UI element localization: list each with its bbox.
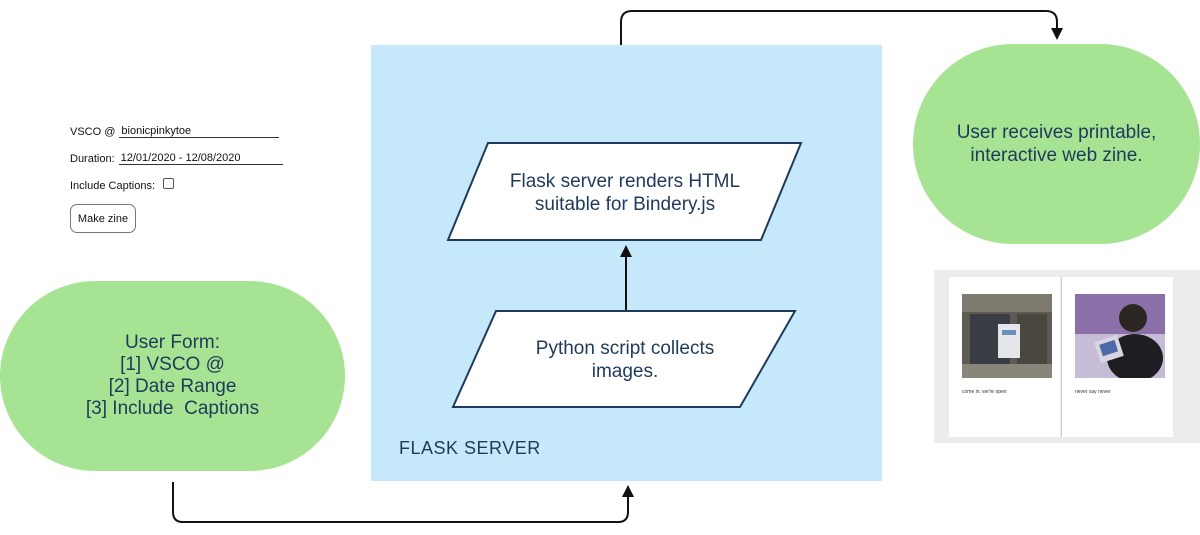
include-captions-checkbox[interactable] bbox=[163, 178, 174, 189]
duration-field[interactable]: 12/01/2020 - 12/08/2020 bbox=[118, 152, 283, 165]
user-form-line-2: [1] VSCO @ bbox=[120, 354, 225, 375]
python-line-2: images. bbox=[591, 361, 659, 382]
captions-label: Include Captions: bbox=[70, 180, 155, 192]
make-zine-button[interactable]: Make zine bbox=[70, 204, 136, 233]
flask-render-line-2: suitable for Bindery.js bbox=[534, 194, 716, 215]
zine-right-caption: never say never bbox=[1075, 389, 1111, 395]
duration-row: Duration: 12/01/2020 - 12/08/2020 bbox=[70, 147, 310, 165]
zine-form: VSCO @ bionicpinkytoe Duration: 12/01/20… bbox=[70, 120, 310, 240]
arrow-form-to-server bbox=[172, 482, 634, 523]
flask-render-text: Flask server renders HTML suitable for B… bbox=[470, 170, 780, 216]
zine-preview: come in. we're open never say never bbox=[934, 270, 1200, 443]
zine-page-left: come in. we're open bbox=[949, 277, 1060, 437]
vsco-label: VSCO @ bbox=[70, 126, 116, 138]
user-form-line-3: [2] Date Range bbox=[108, 376, 237, 397]
zine-left-caption: come in. we're open bbox=[962, 389, 1007, 395]
storefront-photo bbox=[962, 294, 1052, 378]
vsco-row: VSCO @ bionicpinkytoe bbox=[70, 120, 310, 138]
portrait-photo bbox=[1075, 294, 1165, 378]
user-form-line-1: User Form: bbox=[125, 332, 220, 353]
result-terminal: User receives printable, interactive web… bbox=[913, 44, 1200, 244]
flask-server-label: FLASK SERVER bbox=[399, 438, 541, 458]
flask-render-line-1: Flask server renders HTML bbox=[509, 171, 741, 192]
arrow-server-to-result bbox=[620, 10, 1063, 45]
result-line-2: interactive web zine. bbox=[970, 145, 1143, 166]
user-form-terminal: User Form: [1] VSCO @ [2] Date Range [3]… bbox=[0, 281, 345, 471]
user-form-line-4: [3] Include Captions bbox=[85, 398, 260, 419]
python-script-text: Python script collects images. bbox=[470, 337, 780, 383]
python-line-1: Python script collects bbox=[535, 338, 715, 359]
python-script-parallelogram bbox=[451, 310, 797, 408]
flask-render-parallelogram bbox=[446, 142, 803, 241]
result-line-1: User receives printable, bbox=[956, 122, 1157, 143]
zine-page-right: never say never bbox=[1061, 277, 1173, 437]
duration-label: Duration: bbox=[70, 153, 115, 165]
vsco-username-field[interactable]: bionicpinkytoe bbox=[119, 125, 280, 138]
captions-row: Include Captions: bbox=[70, 174, 310, 192]
